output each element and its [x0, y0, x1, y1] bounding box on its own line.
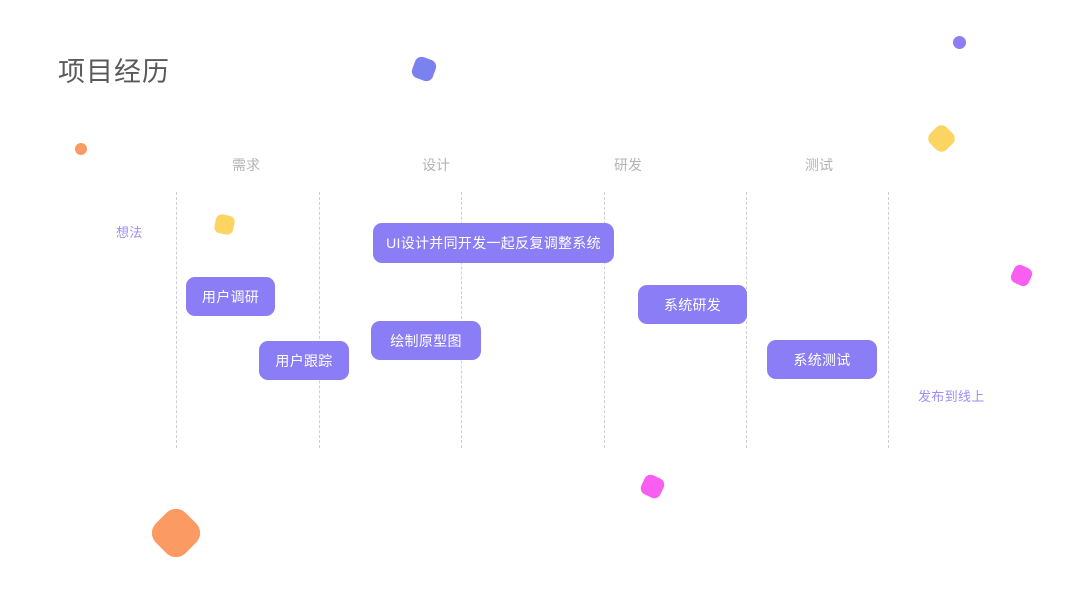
- deco-squircle-magenta-bottom: [638, 472, 667, 501]
- timeline-grid-line-6: [888, 192, 889, 448]
- timeline-grid-line-1: [176, 192, 177, 448]
- task-card[interactable]: UI设计并同开发一起反复调整系统: [373, 223, 614, 263]
- deco-dot-orange-left: [75, 143, 87, 155]
- task-card[interactable]: 系统测试: [767, 340, 877, 379]
- deco-squircle-yellow-left: [213, 213, 236, 236]
- stage-label-3: 研发: [614, 157, 642, 173]
- page-title: 项目经历: [58, 57, 170, 87]
- task-card[interactable]: 绘制原型图: [371, 321, 481, 360]
- deco-dot-purple-top-right: [953, 36, 966, 49]
- deco-squircle-orange-bottom-left: [146, 503, 206, 563]
- stage-label-4: 测试: [805, 157, 833, 173]
- stage-label-2: 设计: [422, 157, 450, 173]
- timeline-note: 想法: [116, 225, 143, 240]
- deco-squircle-periwinkle-top: [409, 54, 439, 84]
- task-card[interactable]: 用户调研: [186, 277, 275, 316]
- deco-squircle-magenta-right: [1008, 262, 1035, 289]
- timeline-grid-line-5: [746, 192, 747, 448]
- timeline-note: 发布到线上: [918, 389, 985, 404]
- timeline-grid-line-4: [604, 192, 605, 448]
- stage-label-1: 需求: [232, 157, 260, 173]
- task-card[interactable]: 用户跟踪: [259, 341, 349, 380]
- deco-squircle-yellow-right: [925, 122, 958, 155]
- timeline-grid-line-2: [319, 192, 320, 448]
- task-card[interactable]: 系统研发: [638, 285, 747, 324]
- timeline-grid-line-3: [461, 192, 462, 448]
